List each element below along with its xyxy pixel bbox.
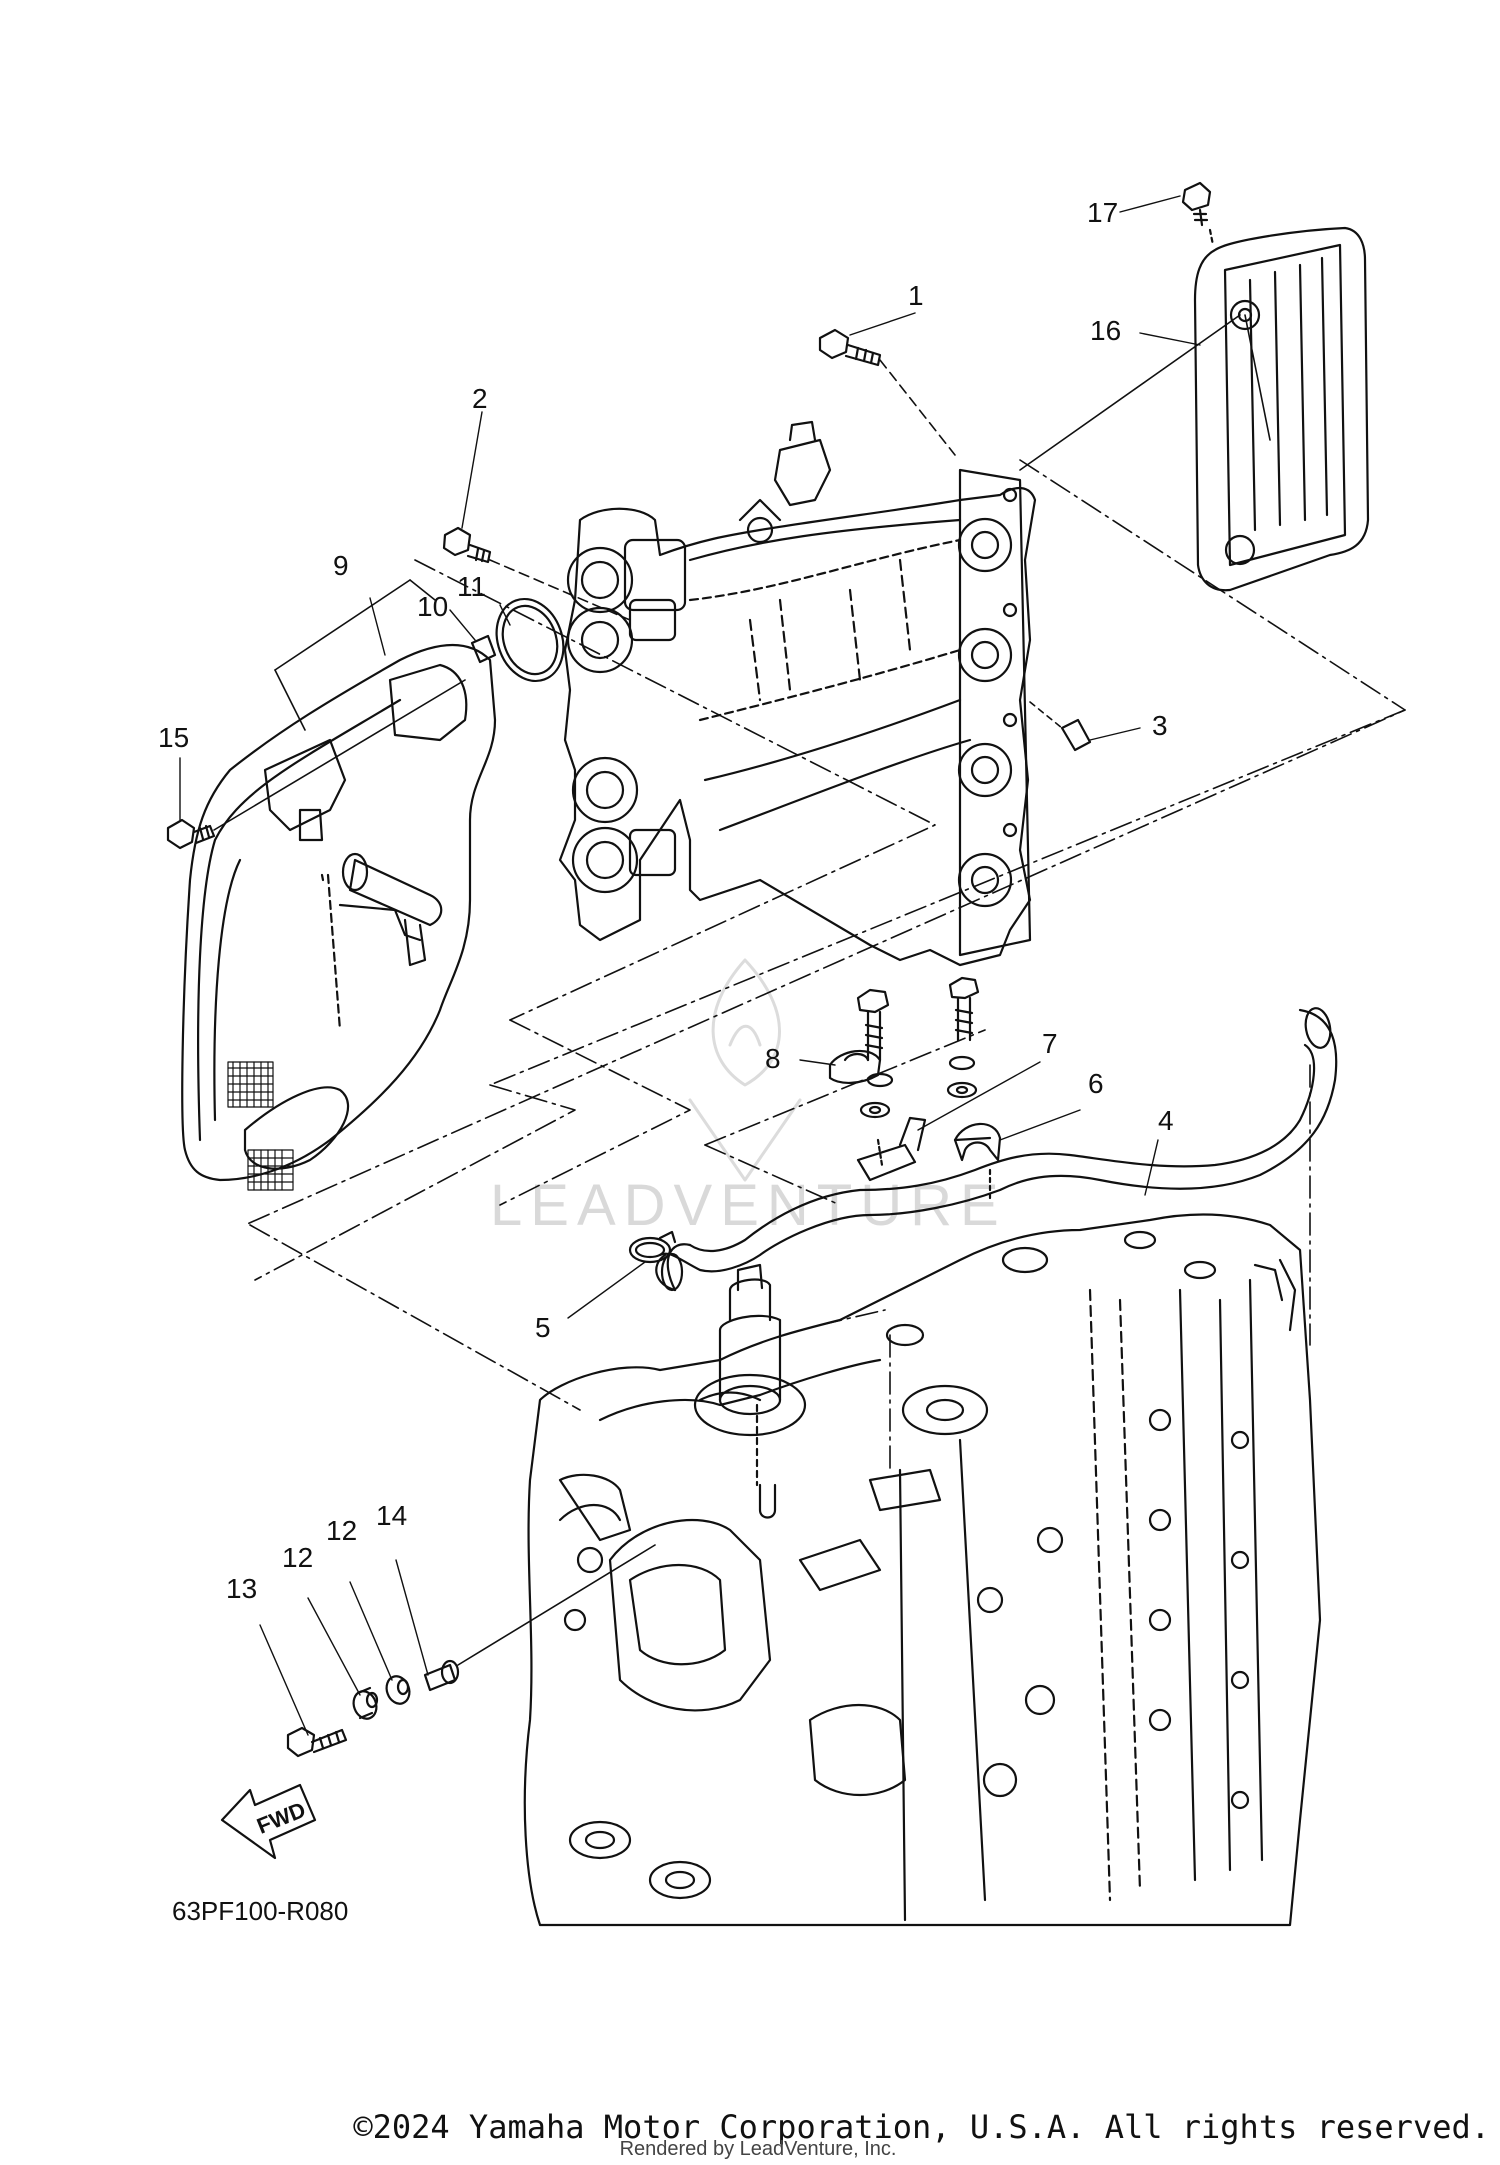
part-12-collar-a <box>352 1686 379 1720</box>
callout-12b: 12 <box>326 1515 357 1546</box>
part-14-grommet <box>423 1544 656 1692</box>
callout-6: 6 <box>1088 1068 1104 1099</box>
watermark-text: LEADVENTURE <box>490 1173 1007 1238</box>
callout-2: 2 <box>472 383 488 414</box>
part-9-intake-silencer <box>181 644 497 1191</box>
callout-9: 9 <box>333 550 349 581</box>
part-7-stay <box>856 1116 927 1182</box>
part-13-bolt <box>286 1726 348 1758</box>
rendered-by-credit: Rendered by LeadVenture, Inc. <box>619 2138 897 2160</box>
group-bracket-9 <box>274 579 436 731</box>
part-11-o-ring <box>495 597 565 683</box>
part-15-screw <box>166 679 466 850</box>
part-16-cover <box>1193 226 1370 592</box>
part-2-bolt <box>442 526 631 621</box>
callout-16: 16 <box>1090 315 1121 346</box>
part-8-clip <box>828 1049 882 1084</box>
leader-16 <box>1019 314 1271 471</box>
callout-10: 10 <box>417 591 448 622</box>
part-3-dowel <box>1029 701 1092 752</box>
callout-5: 5 <box>535 1312 551 1343</box>
part-17-screw <box>1181 181 1215 247</box>
callout-7: 7 <box>1042 1028 1058 1059</box>
callout-4: 4 <box>1158 1105 1174 1136</box>
part-5-clamp <box>628 1230 677 1264</box>
copyright-notice: ©2024 Yamaha Motor Corporation, U.S.A. A… <box>353 2108 1490 2146</box>
diagram-code: 63PF100-R080 <box>172 1896 348 1926</box>
part-6-clamp <box>953 1122 1002 1202</box>
callout-11: 11 <box>457 571 486 602</box>
bracket-bolts <box>856 976 980 1119</box>
intake-manifold <box>558 420 1037 967</box>
callout-leaders <box>179 195 1201 1736</box>
callout-12a: 12 <box>282 1542 313 1573</box>
callout-15: 15 <box>158 722 189 753</box>
callout-13: 13 <box>226 1573 257 1604</box>
part-1-bolt <box>818 328 956 456</box>
callout-1: 1 <box>908 280 924 311</box>
cylinder-block <box>523 1213 1322 1927</box>
callout-8: 8 <box>765 1043 781 1074</box>
part-10-pin <box>470 634 497 664</box>
callout-17: 17 <box>1087 197 1118 228</box>
fwd-arrow-icon <box>220 1783 317 1860</box>
watermark-logo <box>688 958 802 1182</box>
callout-3: 3 <box>1152 710 1168 741</box>
part-12-collar-b <box>385 1675 411 1705</box>
part-4-hose <box>655 1007 1338 1292</box>
callout-14: 14 <box>376 1500 407 1531</box>
